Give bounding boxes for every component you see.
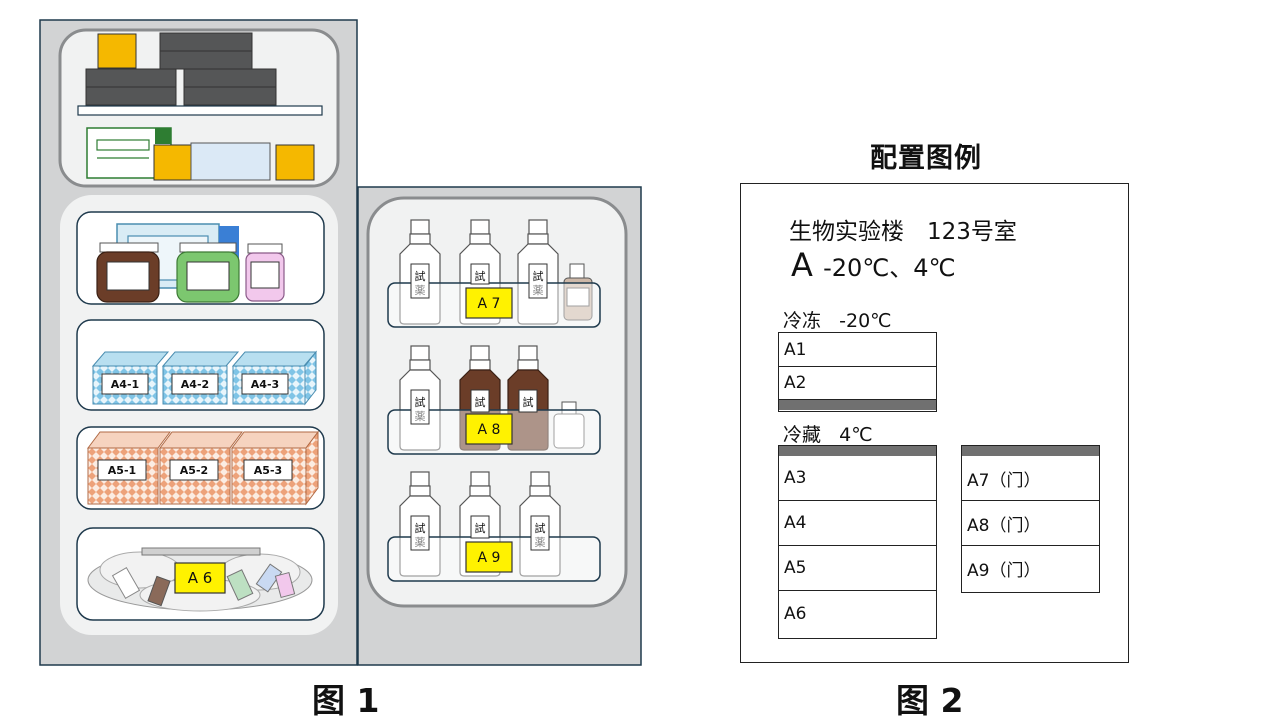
area-temps: -20℃、4℃	[823, 254, 956, 282]
bottle-label-top: 試	[415, 269, 426, 283]
a4-2-label: A4-2	[181, 378, 209, 391]
figure-1-caption: 图 1	[312, 681, 380, 720]
freezer-bar	[779, 400, 936, 410]
door-row-a8: A8（门）	[962, 501, 1099, 546]
freezer-row-a2: A2	[779, 367, 936, 400]
door-row-a9: A9（门）	[967, 561, 1041, 581]
a4-1-label: A4-1	[111, 378, 139, 391]
legend-title: 配置图例	[870, 143, 982, 174]
bottle-label-top: 試	[415, 395, 426, 409]
location-label: 生物实验楼 123号室	[789, 219, 1017, 245]
bottle-label-bottom: 薬	[415, 536, 426, 549]
freezer-row-a1: A1	[779, 333, 936, 367]
a6-drawer-contents	[87, 547, 313, 612]
a8-label: A 8	[478, 422, 501, 438]
fridge-row-a4: A4	[779, 501, 936, 546]
area-header: A -20℃、4℃	[791, 246, 955, 284]
fridge-bar	[779, 446, 936, 456]
a5-3-label: A5-3	[254, 464, 282, 477]
fridge-row-a6: A6	[784, 603, 807, 624]
fridge-heading: 冷藏 4℃	[783, 420, 873, 447]
fridge-stack: A3 A4 A5 A6	[778, 445, 937, 639]
fridge-row-a5: A5	[779, 546, 936, 591]
fridge-row-a3: A3	[779, 456, 936, 501]
a4-boxes	[91, 350, 318, 406]
a5-1-label: A5-1	[108, 464, 136, 477]
bottle-label-top: 試	[533, 269, 544, 283]
bottle-label-bottom: 薬	[533, 284, 544, 297]
fridge-label: 冷藏	[783, 424, 822, 446]
bottle-label-bottom: 薬	[415, 410, 426, 423]
refrigerator-illustration: A4-1 A4-2 A4-3 A5-1 A5-2 A5-3 A 6	[39, 19, 642, 666]
a9-label: A 9	[478, 550, 501, 566]
a5-2-label: A5-2	[180, 464, 208, 477]
bottle-label-top: 試	[535, 521, 546, 535]
door-row-a7: A7（门）	[962, 456, 1099, 501]
bottle-label-bottom: 薬	[535, 536, 546, 549]
a4-3-label: A4-3	[251, 378, 279, 391]
bottle-label-top: 試	[415, 521, 426, 535]
door-bar	[962, 446, 1099, 456]
door-stack: A7（门） A8（门） A9（门）	[961, 445, 1100, 593]
figure-2-caption: 图 2	[896, 681, 964, 720]
a5-boxes	[87, 430, 319, 506]
bottle-label-top: 試	[475, 269, 486, 283]
legend-box: 生物实验楼 123号室 A -20℃、4℃ 冷冻 -20℃ A1 A2 冷藏 4…	[740, 183, 1129, 663]
fridge-temp: 4℃	[839, 424, 873, 446]
area-letter: A	[791, 246, 813, 284]
bottle-labels: 試 薬 試 試 薬 試 薬 試 試 試 薬 試 試 薬	[410, 263, 550, 551]
fridge-compartment	[60, 195, 338, 635]
freezer-label: 冷冻	[783, 310, 822, 332]
bottle-label-bottom: 薬	[415, 284, 426, 297]
bottle-label-top: 試	[475, 395, 486, 409]
a7-label: A 7	[478, 296, 501, 312]
freezer-stack: A1 A2	[778, 332, 937, 412]
freezer-temp: -20℃	[839, 310, 892, 332]
bottle-label-top: 試	[523, 395, 534, 409]
a6-label: A 6	[188, 569, 213, 587]
bottle-label-top: 試	[475, 521, 486, 535]
freezer-heading: 冷冻 -20℃	[783, 306, 892, 333]
